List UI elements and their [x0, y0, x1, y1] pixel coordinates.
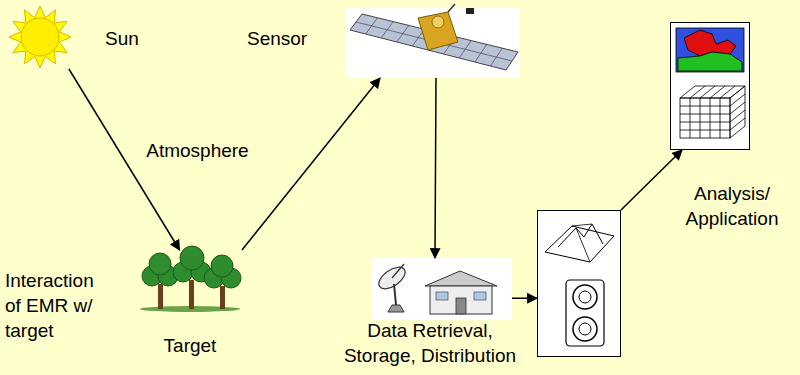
satellite-icon [459, 41, 471, 58]
analysis-icons [720, 86, 735, 98]
ground-station-node: Data Retrieval, Storage, Distribution [372, 258, 512, 320]
tree-icon [220, 286, 225, 309]
flow-arrow [435, 78, 436, 258]
analysis-icons [720, 98, 721, 138]
analysis-icons [680, 106, 730, 107]
analysis-icons [730, 86, 745, 138]
ground-station-icon [372, 258, 512, 320]
processing-icons [579, 291, 591, 303]
satellite-icon [432, 16, 444, 28]
tree-icon [140, 246, 241, 312]
node-label: Data Retrieval, Storage, Distribution [332, 318, 528, 368]
analysis-icons [680, 130, 730, 131]
label-holder: Atmosphere [146, 138, 248, 163]
node-label: Sensor [247, 26, 327, 51]
sun-icon [9, 6, 71, 68]
satellite-icon [466, 8, 474, 14]
analysis-icons [710, 98, 711, 138]
processing-icons [579, 323, 591, 335]
processing-panel [537, 210, 621, 357]
ground-station-icon [456, 298, 466, 314]
processing-icons [566, 280, 604, 346]
analysis-icons [700, 98, 701, 138]
tree-icon [158, 284, 163, 309]
tree-icon [189, 280, 194, 309]
satellite-icon [366, 18, 378, 34]
tree-icon [149, 253, 171, 275]
processing-icons [537, 210, 621, 357]
target-node: Target [138, 250, 242, 312]
analysis-icons [690, 98, 691, 138]
node-label: Analysis/ Application [667, 181, 797, 231]
sensor-node: Sensor [345, 8, 520, 78]
processing-icons [558, 224, 603, 247]
ground-station-icon [394, 284, 396, 305]
label-holder: Interaction of EMR w/ target [5, 268, 105, 343]
analysis-icons [680, 122, 730, 123]
flow-arrow [621, 150, 682, 210]
ground-station-icon [474, 292, 486, 300]
flow-arrow [242, 78, 380, 250]
ground-station-icon [425, 271, 497, 286]
analysis-icons [670, 22, 750, 150]
ground-station-icon [388, 305, 404, 312]
satellite-icon [475, 44, 487, 62]
satellite-icon [345, 4, 520, 78]
ground-station-icon [372, 258, 512, 320]
analysis-icons [676, 28, 744, 72]
ground-station-icon [430, 286, 492, 314]
analysis-icons [730, 118, 745, 130]
processing-icons [572, 224, 592, 226]
sun-node: Sun [10, 5, 72, 69]
analysis-icons [680, 98, 730, 138]
satellite-icon [345, 8, 520, 78]
node-label: Target [130, 333, 250, 358]
processing-icons [573, 317, 597, 341]
side-note: Interaction of EMR w/ target [5, 268, 105, 343]
edge-label: Atmosphere [146, 138, 248, 163]
node-label: Sun [105, 26, 165, 51]
analysis-icons [678, 52, 742, 71]
processing-icons [573, 285, 597, 309]
tree-icon [142, 246, 241, 288]
flow-arrow [512, 297, 537, 299]
analysis-icons [680, 86, 745, 98]
analysis-panel: Analysis/ Application [670, 22, 750, 150]
satellite-icon [418, 12, 458, 50]
analysis-icons [680, 86, 745, 138]
satellite-icon [490, 48, 502, 66]
ground-station-icon [392, 264, 404, 278]
processing-icons [576, 228, 590, 262]
satellite-icon [397, 25, 409, 42]
tree-icon [180, 246, 204, 270]
satellite-icon [381, 22, 393, 38]
processing-icons [537, 210, 621, 357]
sun-icon [21, 18, 59, 56]
ground-station-icon [375, 263, 409, 293]
satellite-icon [448, 4, 455, 12]
analysis-icons [684, 30, 736, 56]
analysis-icons [680, 114, 730, 115]
sun-icon [9, 6, 71, 68]
analysis-icons [670, 22, 750, 150]
tree-icon [211, 255, 233, 277]
ground-station-icon [436, 292, 448, 300]
